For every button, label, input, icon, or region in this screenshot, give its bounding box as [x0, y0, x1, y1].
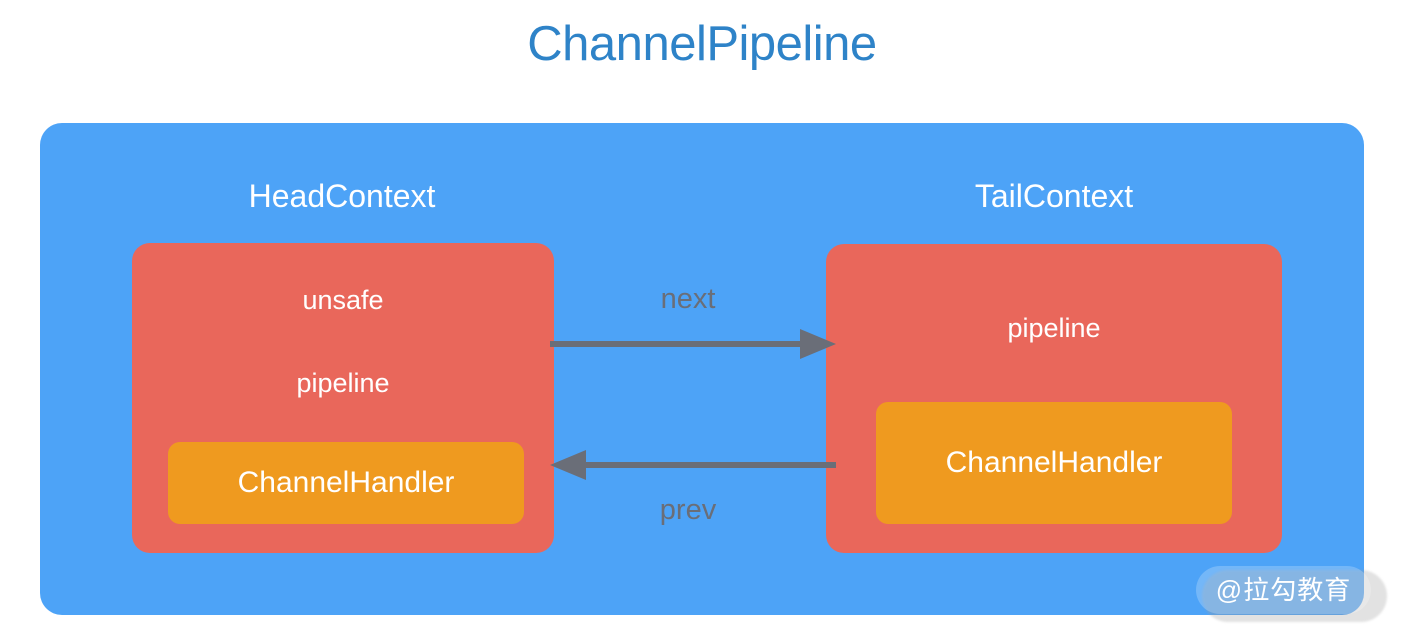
head-context-label: HeadContext [248, 178, 436, 214]
watermark-shadow [1202, 570, 1387, 622]
watermark-badge: @拉勾教育 [1196, 566, 1371, 614]
tail-context-channel-handler-label: ChannelHandler [945, 446, 1163, 479]
prev-arrow-label: prev [659, 494, 717, 526]
next-arrow-label: next [660, 283, 716, 315]
tail-context-channel-handler: ChannelHandler [876, 402, 1232, 524]
prev-arrow-icon [550, 450, 836, 480]
head-context-channel-handler: ChannelHandler [168, 442, 524, 524]
head-context-channel-handler-label: ChannelHandler [237, 466, 455, 499]
head-context-field-pipeline: pipeline [296, 368, 390, 398]
page-title: ChannelPipeline [527, 17, 877, 71]
next-arrow-icon [550, 329, 836, 359]
tail-context-field-pipeline: pipeline [1007, 313, 1101, 343]
watermark-text: @拉勾教育 [1215, 575, 1352, 605]
tail-context-label: TailContext [974, 178, 1134, 214]
head-context-field-unsafe: unsafe [302, 285, 384, 315]
